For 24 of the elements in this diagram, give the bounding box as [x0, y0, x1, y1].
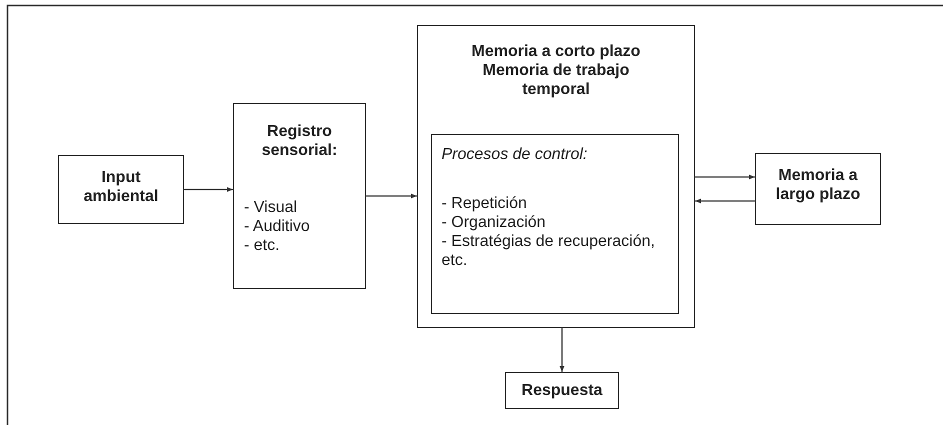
process-box — [233, 103, 366, 289]
list-item: - etc. — [244, 236, 281, 255]
inner-box — [430, 134, 678, 314]
process-box — [505, 372, 619, 409]
process-box — [755, 153, 881, 225]
arrow — [695, 174, 755, 180]
box-heading: Memoria de trabajo temporal — [482, 61, 630, 99]
arrow — [366, 194, 417, 198]
box-heading: Respuesta — [520, 381, 604, 400]
process-box — [417, 25, 695, 328]
box-heading: Memoria a corto plazo — [470, 42, 642, 61]
list-item: - Visual — [244, 198, 298, 217]
arrow — [560, 328, 564, 372]
process-box — [58, 155, 184, 224]
box-heading: Procesos de control: — [442, 144, 588, 164]
box-heading: Registro sensorial: — [260, 122, 338, 160]
box-heading: Memoria a largo plazo — [774, 166, 862, 204]
list-item: - Repetición — [442, 194, 528, 212]
list-item: - Organización — [442, 212, 547, 232]
arrow — [695, 198, 755, 204]
box-heading: Input ambiental — [82, 168, 160, 206]
list-item: - Estratégias de recuperación, etc. — [442, 232, 656, 270]
list-item: - Auditivo — [244, 217, 311, 236]
arrow — [184, 187, 233, 192]
